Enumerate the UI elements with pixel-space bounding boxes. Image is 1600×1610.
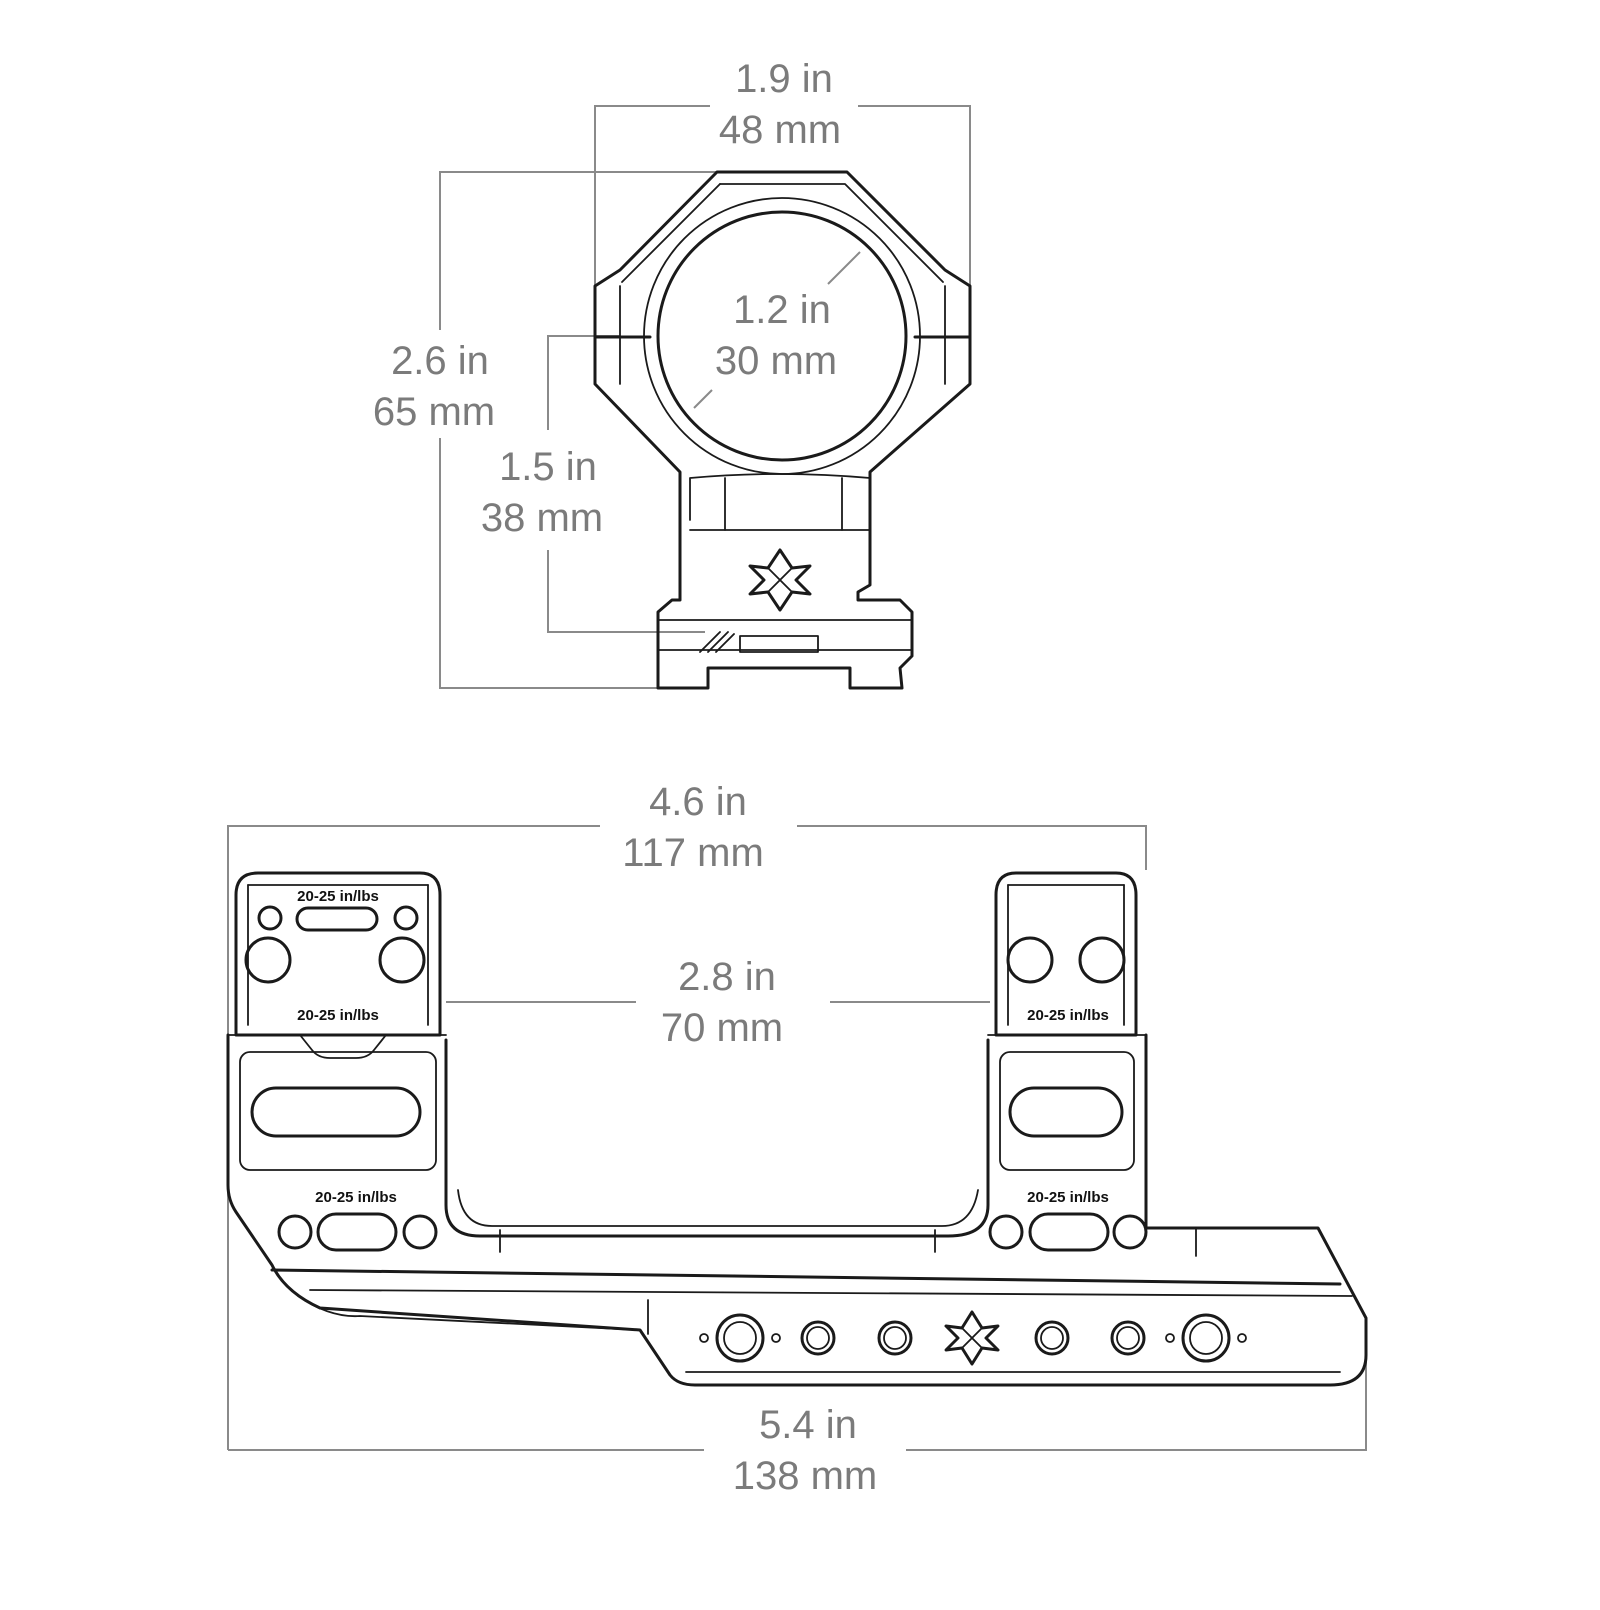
ring-outer-spacing-imperial-label: 4.6 in (649, 780, 747, 824)
ring-width-imperial-label: 1.9 in (735, 57, 833, 101)
left-cap-bottom-torque-label: 20-25 in/lbs (297, 1007, 379, 1024)
overall-height-imperial-label: 2.6 in (391, 339, 489, 383)
rail-hole-large (1181, 1313, 1231, 1363)
left-ring-slot (250, 1086, 422, 1138)
left-cap-top-torque-label: 20-25 in/lbs (297, 888, 379, 905)
rail-hole (877, 1320, 913, 1356)
ring-width-metric-label: 48 mm (719, 108, 841, 152)
ring-bore (656, 210, 908, 462)
right-cap-screw-head (1078, 936, 1126, 984)
left-base-torque-label: 20-25 in/lbs (315, 1189, 397, 1206)
left-cap-slot (295, 906, 379, 932)
left-base-screw (402, 1214, 438, 1250)
ring-center-spacing-metric-label: 70 mm (661, 1006, 783, 1050)
right-cap-screw-head (1006, 936, 1054, 984)
rail-hole (1110, 1320, 1146, 1356)
ring-diameter-imperial-label: 1.2 in (733, 288, 831, 332)
left-cap-screw-head (244, 936, 292, 984)
right-ring-slot (1008, 1086, 1124, 1138)
right-cap-torque-label: 20-25 in/lbs (1027, 1007, 1109, 1024)
rail-hole (800, 1320, 836, 1356)
left-cap-screw-head (378, 936, 426, 984)
rail-hole (1034, 1320, 1070, 1356)
side-brand-logo-icon (944, 1310, 1000, 1366)
overall-length-imperial-label: 5.4 in (759, 1403, 857, 1447)
left-cap-screw-hole (393, 905, 419, 931)
front-dimension-lines (439, 105, 971, 689)
left-base-clamp: 20-25 in/lbs (277, 1189, 438, 1252)
right-ring: 20-25 in/lbs (986, 871, 1148, 1172)
left-ring: 20-25 in/lbs 20-25 in/lbs (226, 871, 448, 1172)
right-base-clamp: 20-25 in/lbs (988, 1189, 1148, 1252)
ring-front-outline (593, 170, 972, 690)
left-base-screw (277, 1214, 313, 1250)
front-view: 1.9 in 48 mm 1.2 in 30 mm 2.6 in 65 mm 1… (373, 57, 972, 690)
left-base-slot (316, 1212, 398, 1252)
rail-hole-large (715, 1313, 765, 1363)
brand-logo-icon (748, 548, 812, 612)
overall-height-metric-label: 65 mm (373, 390, 495, 434)
side-dimension-lines (227, 825, 1367, 1451)
mount-body (226, 1033, 1368, 1387)
right-base-screw (988, 1214, 1024, 1250)
ring-bore-chamfer (643, 197, 921, 475)
overall-length-metric-label: 138 mm (733, 1454, 878, 1498)
left-cap-screw-hole (257, 905, 283, 931)
ring-outer-spacing-metric-label: 117 mm (622, 831, 764, 875)
right-base-torque-label: 20-25 in/lbs (1027, 1189, 1109, 1206)
rail-holes (699, 1313, 1247, 1363)
side-view: 20-25 in/lbs 20-25 in/lbs 20-25 in/lbs 2… (226, 780, 1368, 1498)
ring-diameter-metric-label: 30 mm (715, 339, 837, 383)
right-base-slot (1028, 1212, 1110, 1252)
centerline-height-metric-label: 38 mm (481, 496, 603, 540)
centerline-height-imperial-label: 1.5 in (499, 445, 597, 489)
ring-center-spacing-imperial-label: 2.8 in (678, 955, 776, 999)
right-base-screw (1112, 1214, 1148, 1250)
